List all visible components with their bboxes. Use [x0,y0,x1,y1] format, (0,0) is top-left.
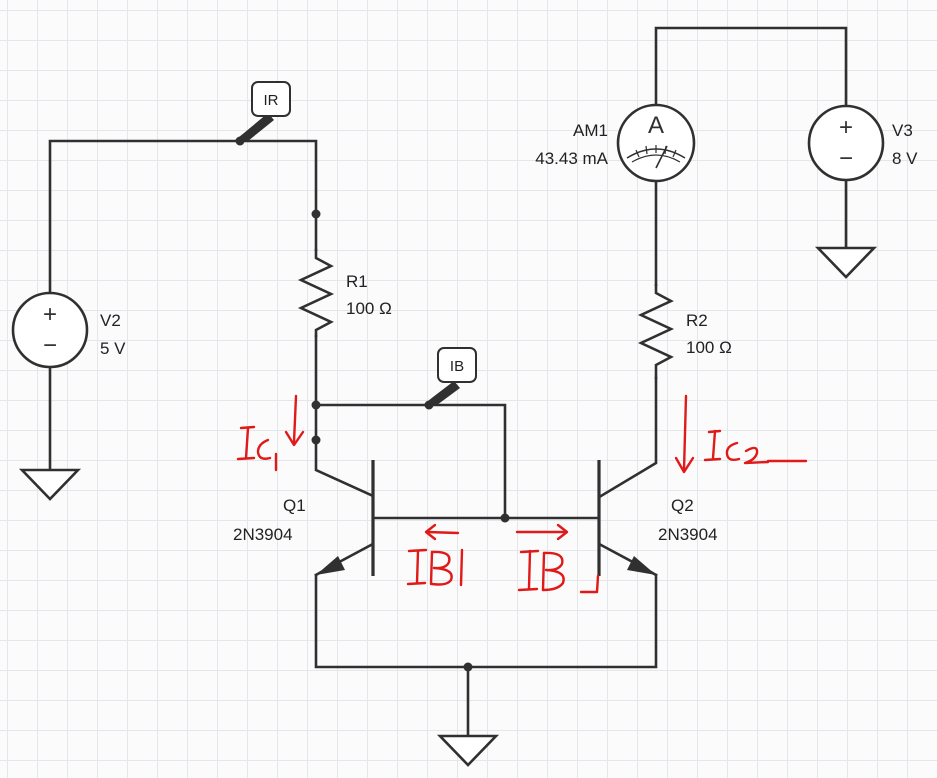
annotation-ib2 [515,523,600,594]
v3-name-label: V3 [892,121,913,140]
plus-symbol: + [43,301,57,328]
minus-symbol: − [43,332,57,359]
q1-name-label: Q1 [283,496,306,515]
v3-value-label: 8 V [892,149,918,168]
plus-symbol: + [839,114,853,141]
resistor-icon [297,248,335,338]
v2-name-label: V2 [100,311,121,330]
minus-symbol: − [839,145,853,172]
v2-value-label: 5 V [100,339,126,358]
current-probe-ir[interactable]: IR [234,81,291,141]
voltage-source-v2[interactable]: + − V2 5 V [11,291,126,369]
npn-transistor-icon [597,460,658,577]
q2-name-label: Q2 [671,496,694,515]
current-probe-icon [423,347,477,405]
r2-value-label: 100 Ω [686,338,732,357]
resistor-r1[interactable]: R1 100 Ω [297,248,392,338]
ground-icon [436,734,500,767]
junction-dot [463,662,473,672]
junction-dot [311,435,321,445]
voltage-source-icon: + − [11,291,89,369]
annotation-ib1 [406,523,464,587]
npn-transistor-icon [314,460,375,577]
wire-q2-collector-r2 [599,376,658,498]
voltage-source-icon: + − [807,104,885,182]
wire-am1-v3 [654,26,848,108]
ammeter-symbol: A [648,112,664,139]
transistor-q1[interactable]: Q1 2N3904 [233,460,375,577]
junction-dot [500,513,510,523]
r2-name-label: R2 [686,311,708,330]
current-probe-ib[interactable]: IB [423,347,477,405]
ammeter-am1[interactable]: A AM1 43.43 mA [535,103,696,183]
probe-ib-label: IB [450,358,464,375]
annotation-ic1 [236,394,305,472]
transistor-q2[interactable]: Q2 2N3904 [597,460,718,577]
resistor-icon [637,283,675,380]
am1-reading-label: 43.43 mA [535,149,608,168]
am1-name-label: AM1 [573,121,608,140]
ground-icon [18,468,82,501]
ground-icon [814,246,878,279]
wire-emitter-rail [314,573,658,669]
resistor-r2[interactable]: R2 100 Ω [637,283,732,380]
probe-ir-label: IR [264,92,279,109]
handwritten-annotations [236,394,808,594]
r1-value-label: 100 Ω [346,299,392,318]
wires [48,26,848,738]
annotation-ic2 [674,394,808,474]
wire-v2-top [48,139,318,295]
wire-r1-q1-collector [314,334,373,497]
ammeter-icon: A [616,103,696,183]
q2-part-label: 2N3904 [658,525,718,544]
wire-ib-node [314,403,507,520]
current-probe-icon [234,81,291,141]
junction-dot [311,400,321,410]
voltage-source-v3[interactable]: + − V3 8 V [807,104,918,182]
junction-dot [311,209,321,219]
r1-name-label: R1 [346,272,368,291]
q1-part-label: 2N3904 [233,525,293,544]
